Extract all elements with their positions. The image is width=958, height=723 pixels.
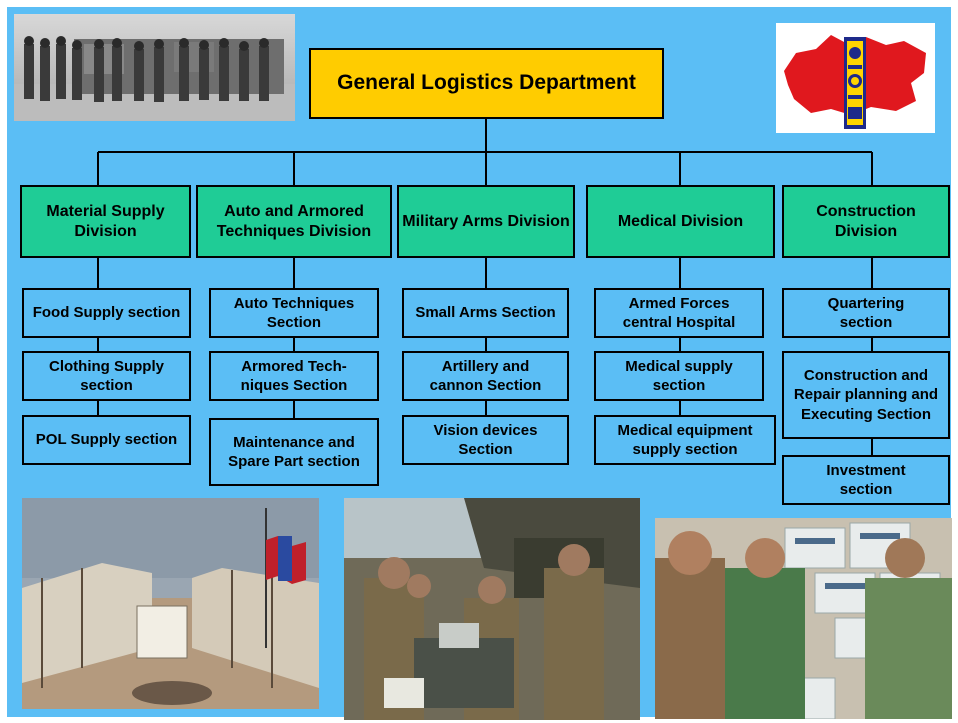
section-label: Medical supply section	[625, 357, 733, 395]
section-label: Armed Forces central Hospital	[622, 294, 736, 332]
section-armored-techniques: Armored Tech-niques Section	[209, 351, 379, 401]
division-military-arms: Military Arms Division	[397, 185, 575, 258]
section-quartering: Quartering section	[782, 288, 950, 338]
section-label: Food Supply section	[32, 304, 181, 322]
section-pol-supply: POL Supply section	[22, 415, 191, 465]
division-label: Medical Division	[617, 212, 744, 230]
division-medical: Medical Division	[586, 185, 775, 258]
section-small-arms: Small Arms Section	[402, 288, 569, 338]
section-label: Vision devices Section	[433, 421, 538, 459]
division-label: Material Supply Division	[46, 202, 165, 240]
section-construction-repair-planning: Construction and Repair planning and Exe…	[782, 351, 950, 439]
section-label: Quartering section	[827, 294, 905, 332]
section-medical-equipment-supply: Medical equipment supply section	[594, 415, 776, 465]
section-food-supply: Food Supply section	[22, 288, 191, 338]
root-label: General Logistics Department	[337, 71, 636, 95]
section-investment: Investment section	[782, 455, 950, 505]
soldiers-equipment-photo	[344, 498, 640, 720]
division-label: Construction Division	[816, 202, 916, 240]
tent-camp-photo	[22, 498, 319, 709]
division-material-supply: Material Supply Division	[20, 185, 191, 258]
section-label: Construction and Repair planning and Exe…	[793, 366, 939, 423]
section-vision-devices: Vision devices Section	[402, 415, 569, 465]
section-label: Medical equipment supply section	[617, 421, 753, 459]
section-artillery-cannon: Artillery and cannon Section	[402, 351, 569, 401]
division-auto-armored-techniques: Auto and Armored Techniques Division	[196, 185, 392, 258]
mongolia-map-soyombo-emblem	[776, 23, 935, 133]
section-armed-forces-hospital: Armed Forces central Hospital	[594, 288, 764, 338]
soldiers-supplies-photo	[655, 518, 952, 719]
section-label: POL Supply section	[35, 431, 178, 449]
historic-troops-photo	[14, 14, 295, 121]
division-label: Auto and Armored Techniques Division	[216, 202, 372, 240]
section-label: Investment section	[826, 461, 906, 499]
section-label: Maintenance and Spare Part section	[228, 433, 360, 471]
section-label: Small Arms Section	[415, 304, 556, 322]
section-label: Clothing Supply section	[49, 357, 164, 395]
root-general-logistics-department: General Logistics Department	[309, 48, 664, 119]
section-auto-techniques: Auto Techniques Section	[209, 288, 379, 338]
section-maintenance-spare-part: Maintenance and Spare Part section	[209, 418, 379, 486]
section-label: Armored Tech-niques Section	[240, 357, 348, 395]
division-label: Military Arms Division	[402, 212, 570, 230]
section-clothing-supply: Clothing Supply section	[22, 351, 191, 401]
section-label: Artillery and cannon Section	[429, 357, 542, 395]
section-medical-supply: Medical supply section	[594, 351, 764, 401]
division-construction: Construction Division	[782, 185, 950, 258]
section-label: Auto Techniques Section	[233, 294, 355, 332]
